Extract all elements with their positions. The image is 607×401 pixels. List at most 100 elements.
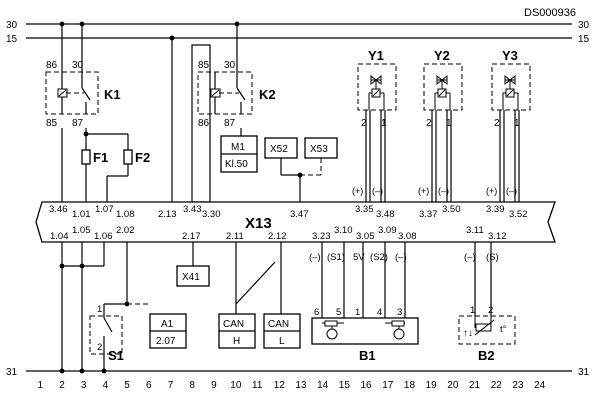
valve-y1-label: Y1 xyxy=(368,48,384,63)
pin-3-47: 3.47 xyxy=(290,209,309,220)
pin-1-04: 1.04 xyxy=(50,231,69,242)
pin-3-50: 3.50 xyxy=(442,204,461,215)
polarity-minus-y3: (–) xyxy=(506,186,517,196)
valve-y2-pin-2: 2 xyxy=(426,118,432,129)
column-number-10: 10 xyxy=(230,380,242,391)
rail-15-label-left: 15 xyxy=(6,34,18,45)
pin-3-11: 3.11 xyxy=(466,225,484,236)
connector-x13-body xyxy=(35,201,556,243)
relay-k1-pin-86: 86 xyxy=(46,60,58,71)
switch-s1-contact xyxy=(103,317,113,333)
rail-30-label-right: 30 xyxy=(578,20,590,31)
column-number-9: 9 xyxy=(211,380,217,391)
sensor-b1-body xyxy=(311,317,419,345)
column-number-20: 20 xyxy=(447,380,459,391)
can-l-label: CAN xyxy=(268,319,289,330)
b1-signal-minus-2: (–) xyxy=(395,252,407,263)
pin-1-08: 1.08 xyxy=(116,209,135,220)
starter-m1-box: M1 Kl.50 xyxy=(220,135,258,173)
switch-s1-label: S1 xyxy=(108,348,124,363)
junction-dot xyxy=(101,368,107,374)
switch-s1-pin-1: 1 xyxy=(97,304,102,315)
pin-3-23: 3.23 xyxy=(312,231,331,242)
pin-3-37: 3.37 xyxy=(419,209,438,220)
m1-label: M1 xyxy=(231,142,245,153)
valve-y3-label: Y3 xyxy=(502,48,518,63)
rail-15-label-right: 15 xyxy=(578,34,590,45)
pin-1-06: 1.06 xyxy=(94,231,113,242)
can-twist-line xyxy=(235,261,276,305)
relay-k2-pin-86: 86 xyxy=(198,118,210,129)
b2-arrow-glyph: ↑↓ xyxy=(463,328,473,339)
polarity-minus-y1: (–) xyxy=(372,186,383,196)
x41-label: X41 xyxy=(182,272,200,283)
b1-signal-5v: 5V xyxy=(353,252,365,263)
polarity-minus-y2: (–) xyxy=(438,186,449,196)
pin-3-30: 3.30 xyxy=(202,209,221,220)
b1-pin-3: 3 xyxy=(397,307,402,318)
column-number-18: 18 xyxy=(404,380,416,391)
pin-1-05: 1.05 xyxy=(72,225,91,236)
pin-2-17: 2.17 xyxy=(182,231,201,242)
b1-pin-6: 6 xyxy=(314,307,319,318)
rail-31-label-left: 31 xyxy=(6,367,18,378)
polarity-plus-y3: (+) xyxy=(486,186,497,196)
sensor-b2-label: B2 xyxy=(478,348,495,363)
column-number-21: 21 xyxy=(469,380,481,391)
sensor-b2: 1 2 ↑↓ t° B2 xyxy=(458,305,516,363)
fuse-f2: F2 xyxy=(106,134,150,202)
relay-k2-pin-87: 87 xyxy=(224,118,236,129)
can-l-box: CAN L xyxy=(263,313,301,349)
pin-3-09: 3.09 xyxy=(378,225,397,236)
x52-label: X52 xyxy=(270,144,288,155)
switch-s1-outline xyxy=(89,315,123,355)
rail-31-label-right: 31 xyxy=(578,367,590,378)
column-number-8: 8 xyxy=(189,380,195,391)
pin-1-07: 1.07 xyxy=(95,204,114,215)
relay-k1: 86 30 85 87 K1 xyxy=(45,60,121,129)
can-h-label: CAN xyxy=(223,319,244,330)
connector-x53: X53 xyxy=(304,137,338,159)
column-number-3: 3 xyxy=(81,380,87,391)
column-number-11: 11 xyxy=(252,380,263,391)
relay-k1-pin-30: 30 xyxy=(72,60,84,71)
column-number-22: 22 xyxy=(491,380,503,391)
pin-2-02: 2.02 xyxy=(116,225,135,236)
connector-x41: X41 xyxy=(176,265,210,287)
pin-2-13: 2.13 xyxy=(158,209,177,220)
b1-pin-5: 5 xyxy=(336,307,341,318)
relay-k1-label: K1 xyxy=(104,87,121,102)
column-number-14: 14 xyxy=(317,380,329,391)
valve-y3-pin-1: 1 xyxy=(514,118,520,129)
column-number-1: 1 xyxy=(38,380,44,391)
sensor-b2-outline xyxy=(458,315,516,345)
relay-k1-pin-85: 85 xyxy=(46,118,58,129)
a1-ref-label: 2.07 xyxy=(156,336,176,347)
column-number-5: 5 xyxy=(124,380,130,391)
pin-2-12: 2.12 xyxy=(268,231,287,242)
b2-signal-minus: (–) xyxy=(464,252,476,263)
can-l-sub: L xyxy=(279,336,285,347)
valve-y2-label: Y2 xyxy=(434,48,450,63)
valve-y2-pin-1: 1 xyxy=(446,118,452,129)
relay-k2-pin-30: 30 xyxy=(224,60,236,71)
b2-signal-s: (S) xyxy=(486,252,499,263)
polarity-plus-y2: (+) xyxy=(418,186,429,196)
pin-3-35: 3.35 xyxy=(355,204,374,215)
switch-s1: 1 2 S1 xyxy=(89,303,150,371)
b2-resistor xyxy=(475,323,492,332)
b1-signal-s2: (S2) xyxy=(370,252,388,263)
pin-3-08: 3.08 xyxy=(398,231,417,242)
pin-3-12: 3.12 xyxy=(488,231,507,242)
polarity-plus-y1: (+) xyxy=(352,186,363,196)
x53-label: X53 xyxy=(310,144,328,155)
relay-k2-contact xyxy=(236,87,246,101)
b2-pin-1: 1 xyxy=(470,305,475,316)
fuse-f1: F1 xyxy=(81,134,108,202)
column-number-2: 2 xyxy=(59,380,65,391)
relay-k1-pin-87: 87 xyxy=(72,118,84,129)
connector-x13-label: X13 xyxy=(245,215,272,232)
column-number-16: 16 xyxy=(361,380,373,391)
pin-3-48: 3.48 xyxy=(376,209,395,220)
